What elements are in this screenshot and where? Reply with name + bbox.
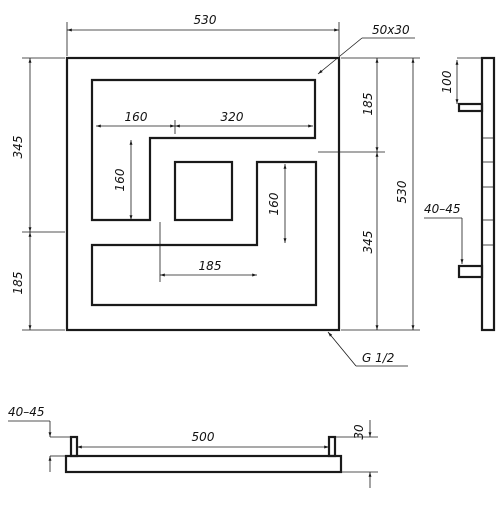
leader-thread bbox=[327, 331, 357, 367]
front-view: 530 50x30 345 185 185 345 530 160 320 16… bbox=[11, 13, 420, 367]
label-right-345: 345 bbox=[361, 231, 375, 254]
label-left-185: 185 bbox=[11, 272, 25, 295]
label-profile-50x30: 50x30 bbox=[372, 23, 410, 37]
label-width-530: 530 bbox=[194, 13, 217, 27]
label-side-40-45: 40–45 bbox=[424, 202, 461, 216]
channel-upper-left bbox=[90, 78, 317, 222]
label-inner-160-vertical: 160 bbox=[113, 168, 127, 191]
outer-frame bbox=[65, 56, 341, 332]
label-right-530: 530 bbox=[395, 180, 409, 203]
label-inner-320: 320 bbox=[221, 110, 244, 124]
channel-lower-right bbox=[90, 160, 318, 307]
side-connector-top bbox=[457, 102, 484, 113]
label-right-185: 185 bbox=[361, 93, 375, 116]
label-bottom-40-45: 40–45 bbox=[8, 405, 45, 419]
label-bottom-500: 500 bbox=[192, 430, 215, 444]
side-view: 100 40–45 bbox=[424, 56, 496, 332]
label-bottom-30: 30 bbox=[352, 424, 366, 440]
bottom-profile bbox=[64, 454, 343, 474]
bottom-connector-right bbox=[327, 435, 337, 458]
label-left-345: 345 bbox=[11, 136, 25, 159]
bottom-connector-left bbox=[69, 435, 79, 458]
label-thread-g12: G 1/2 bbox=[362, 351, 394, 365]
label-inner-185: 185 bbox=[199, 259, 222, 273]
side-profile bbox=[480, 56, 496, 332]
label-inner-160-right: 160 bbox=[267, 192, 281, 215]
leader-profile bbox=[317, 37, 363, 75]
label-inner-160-a: 160 bbox=[125, 110, 148, 124]
side-connector-bottom bbox=[457, 264, 484, 279]
bottom-view: 500 40–45 30 bbox=[8, 405, 378, 488]
center-square bbox=[173, 160, 234, 222]
label-side-100: 100 bbox=[440, 70, 454, 93]
